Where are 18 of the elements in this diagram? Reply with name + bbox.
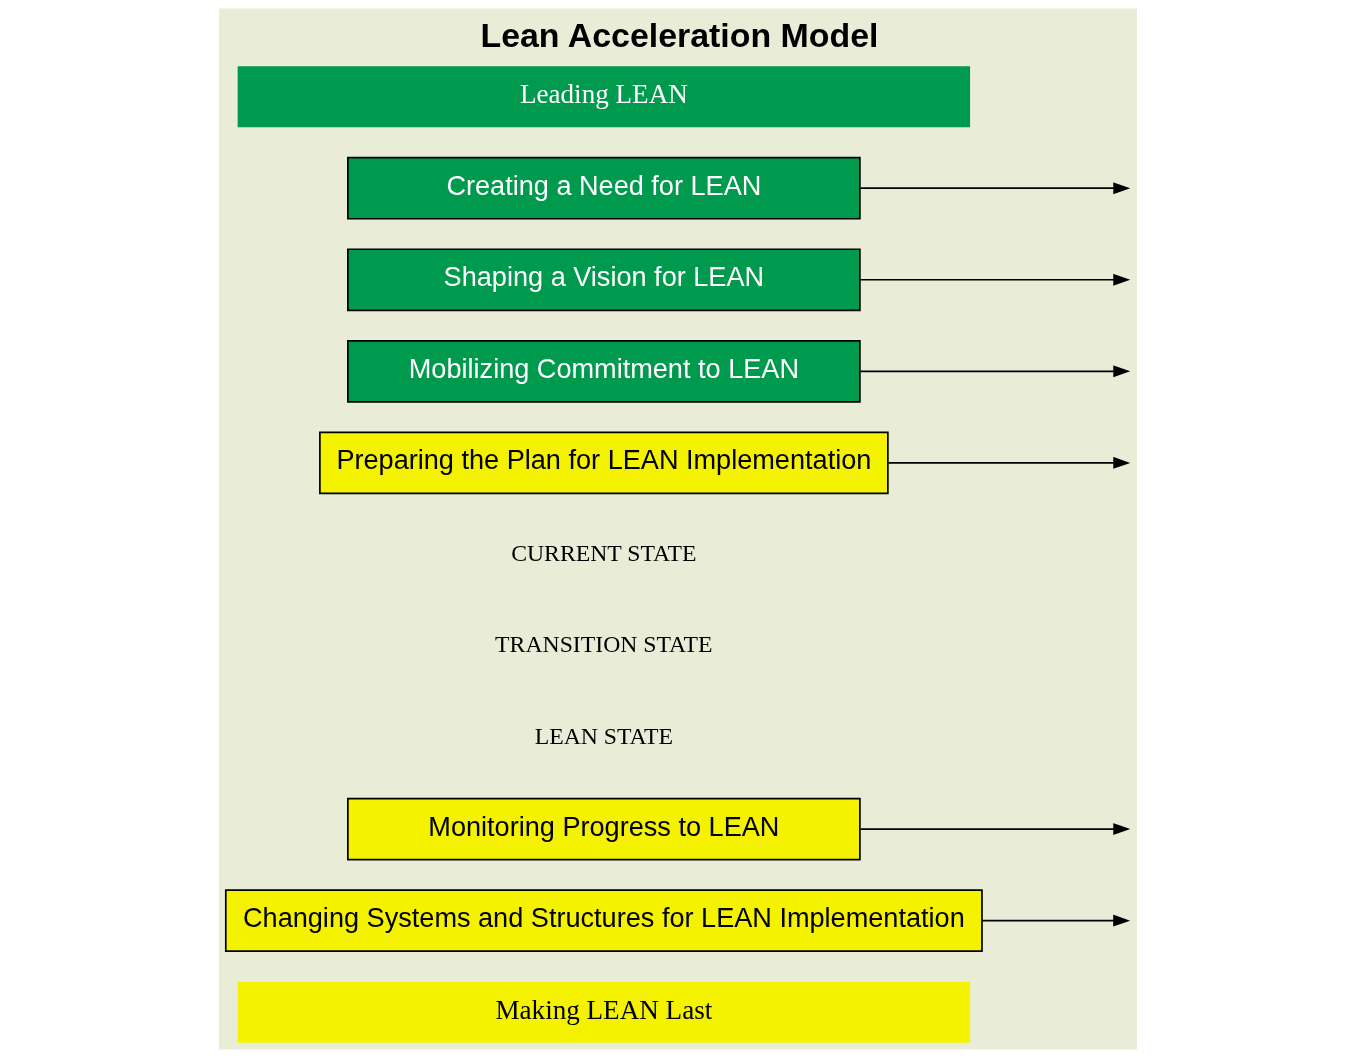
diagram-title: Lean Acceleration Model — [479, 16, 878, 55]
label: CURRENT STATE — [510, 539, 697, 566]
label: LEAN STATE — [534, 722, 673, 749]
arrow — [859, 182, 1130, 195]
arrow — [980, 914, 1130, 927]
node-box: Changing Systems and Structures for LEAN Implementation — [224, 889, 983, 952]
node-box: Creating a Need for LEAN — [346, 156, 861, 220]
arrow — [859, 273, 1130, 286]
node-box: Leading LEAN — [237, 66, 970, 128]
arrow — [886, 456, 1130, 469]
label: TRANSITION STATE — [494, 631, 713, 658]
node-box: Shaping a Vision for LEAN — [346, 248, 861, 312]
node-box: Monitoring Progress to LEAN — [346, 797, 861, 861]
arrow — [859, 823, 1130, 836]
node-box: Making LEAN Last — [237, 981, 970, 1043]
arrow — [859, 365, 1130, 378]
node-box: Mobilizing Commitment to LEAN — [346, 339, 861, 403]
node-box: Preparing the Plan for LEAN Implementation — [318, 431, 889, 495]
